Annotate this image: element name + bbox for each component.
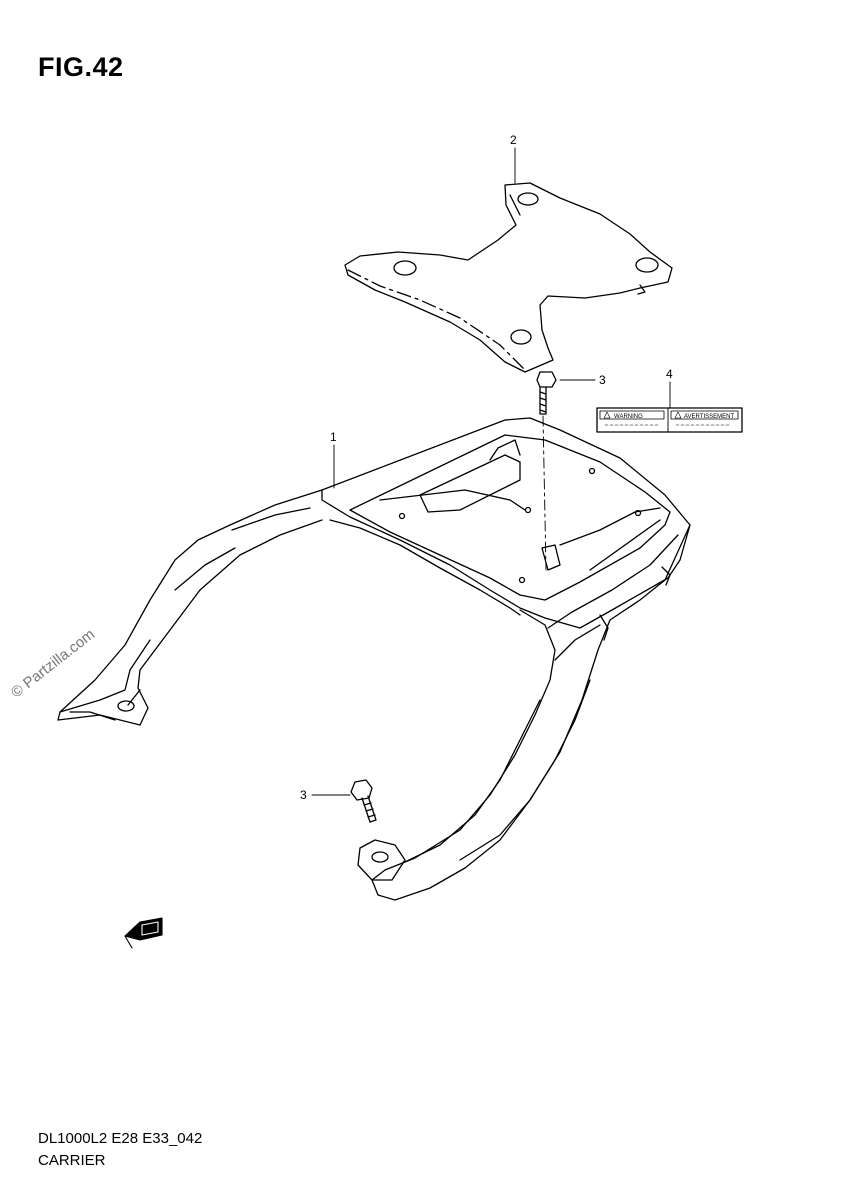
front-direction-arrow-icon: [124, 917, 163, 949]
warning-label-right-text: AVERTISSEMENT: [684, 414, 734, 420]
callout-4: 4: [666, 367, 673, 381]
section-name: CARRIER: [38, 1152, 106, 1169]
callout-1: 1: [330, 430, 337, 444]
bolt-part-3-lower[interactable]: [350, 779, 377, 823]
callout-3-upper: 3: [599, 373, 606, 387]
model-code: DL1000L2 E28 E33_042: [38, 1130, 203, 1147]
figure-title: FIG.42: [38, 52, 124, 82]
callout-2: 2: [510, 133, 517, 147]
rear-carrier-frame-part-1[interactable]: [57, 417, 691, 901]
warning-label-part-4[interactable]: WARNING AVERTISSEMENT: [596, 407, 743, 433]
carrier-plate-part-2[interactable]: [344, 182, 673, 373]
warning-label-left-text: WARNING: [614, 414, 643, 420]
callout-3-lower: 3: [300, 788, 307, 802]
bolt-part-3-upper[interactable]: [536, 371, 557, 571]
leader-lines: [311, 147, 671, 796]
